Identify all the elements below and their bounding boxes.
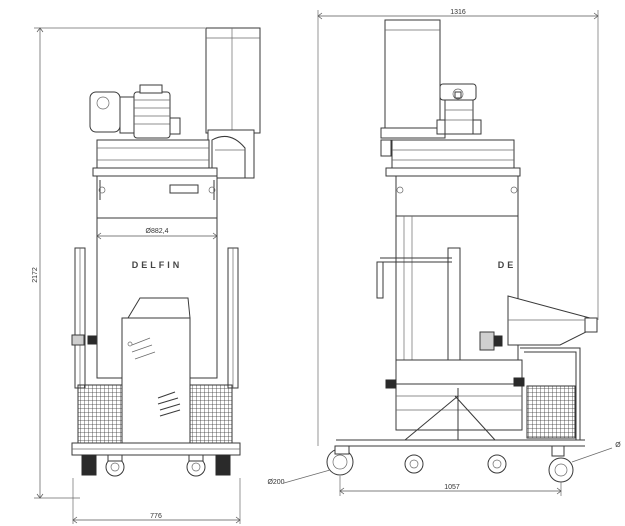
side-lower-body bbox=[385, 359, 525, 431]
brand-label-front: DELFIN bbox=[132, 260, 183, 270]
height-dimension: 2172 bbox=[32, 27, 205, 499]
wheelbase-label: 1057 bbox=[444, 484, 460, 491]
tank-top bbox=[96, 175, 218, 219]
side-head-plate bbox=[380, 139, 521, 177]
front-view: 2172 bbox=[32, 27, 261, 524]
filter-housing bbox=[205, 27, 261, 179]
front-width-dimension: 776 bbox=[72, 478, 241, 524]
wheel-dimensions: Ø200 Ø 1057 bbox=[267, 442, 621, 496]
tank-diameter-label: Ø882,4 bbox=[146, 228, 169, 235]
front-base bbox=[71, 442, 241, 477]
motor bbox=[89, 84, 181, 139]
side-motor bbox=[436, 83, 482, 135]
grid-panel-left bbox=[77, 384, 123, 444]
side-width-label: 1316 bbox=[450, 9, 466, 16]
front-width-label: 776 bbox=[150, 513, 162, 520]
wheel-diameter-label: Ø200 bbox=[267, 479, 284, 486]
side-wheels bbox=[326, 445, 574, 483]
brand-label-side: DE bbox=[498, 260, 517, 270]
wheel-diameter-right-label: Ø bbox=[615, 442, 621, 449]
side-view: 1316 bbox=[267, 9, 621, 496]
head-plate bbox=[92, 139, 218, 177]
height-label: 2172 bbox=[32, 267, 39, 283]
side-width-dimension: 1316 bbox=[317, 9, 599, 446]
grid-panel-right bbox=[189, 384, 233, 444]
side-frame bbox=[336, 347, 585, 447]
discharge-chute bbox=[121, 297, 191, 449]
side-discharge-spout bbox=[479, 295, 598, 351]
side-grid-panel bbox=[526, 385, 576, 439]
side-filter-housing bbox=[380, 19, 446, 139]
